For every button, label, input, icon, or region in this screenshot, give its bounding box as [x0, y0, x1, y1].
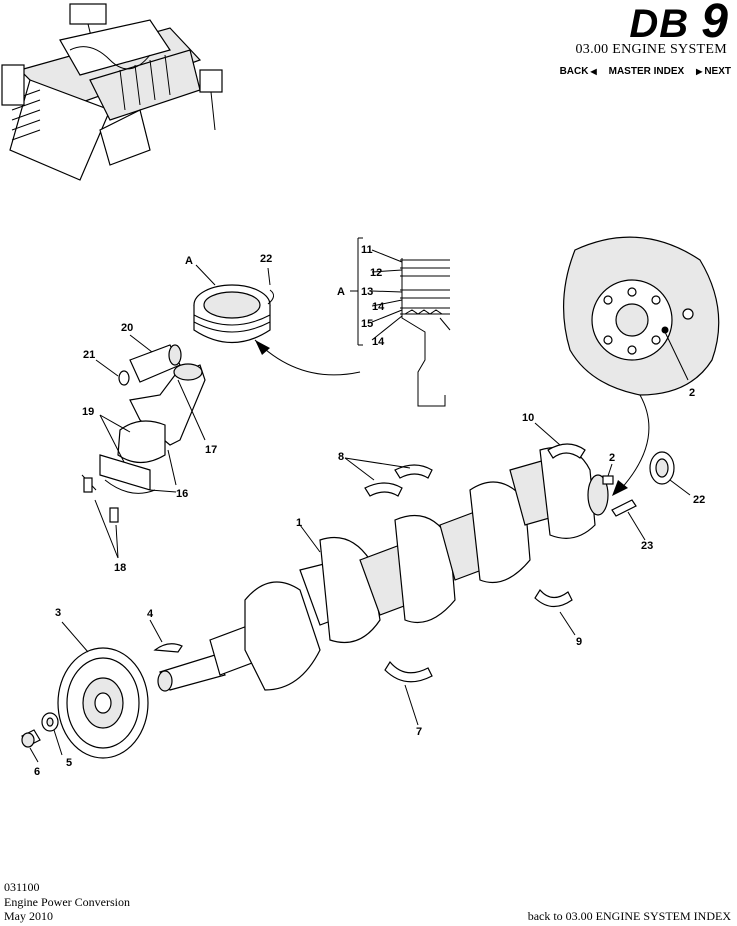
callout-20: 20 — [121, 322, 133, 334]
callout-6: 6 — [34, 766, 40, 778]
callout-1: 1 — [296, 517, 302, 529]
crankshaft-damper — [57, 621, 149, 759]
next-link[interactable]: ▶NEXT — [696, 66, 731, 77]
section-title: 03.00 ENGINE SYSTEM — [575, 42, 727, 57]
back-to-section-index-link[interactable]: back to 03.00 ENGINE SYSTEM INDEX — [527, 909, 731, 923]
callout-10: 10 — [522, 412, 534, 424]
woodruff-key — [149, 619, 183, 653]
callout-2-flexplate: 2 — [689, 387, 695, 399]
callout-labels: 1 2 2 3 4 5 6 7 8 9 10 11 12 13 14 14 15… — [34, 244, 705, 778]
piston-ring-section-detail — [350, 237, 451, 407]
callout-14-upper: 14 — [372, 301, 385, 313]
callout-15: 15 — [361, 318, 373, 330]
callout-22-seal: 22 — [693, 494, 705, 506]
crankshaft — [157, 446, 609, 692]
piston-assembly — [193, 264, 361, 376]
document-date: May 2010 — [4, 909, 53, 923]
callout-13: 13 — [361, 286, 373, 298]
callout-9: 9 — [576, 636, 582, 648]
next-arrow-icon: ▶ — [696, 67, 703, 76]
callout-11: 11 — [361, 244, 373, 256]
piston-pin — [95, 334, 182, 386]
pulley-washer-and-bolt — [21, 712, 63, 763]
callout-2-dowel: 2 — [609, 452, 615, 464]
callout-22-piston: 22 — [260, 253, 272, 265]
callout-16: 16 — [176, 488, 188, 500]
callout-14-lower: 14 — [372, 336, 385, 348]
back-link[interactable]: BACK◀ — [559, 66, 597, 77]
navigation-bar: BACK◀ MASTER INDEX ▶NEXT — [560, 66, 731, 77]
document-title: Engine Power Conversion — [4, 894, 130, 909]
callout-a-section: A — [337, 286, 345, 298]
callout-23: 23 — [641, 540, 653, 552]
callout-5: 5 — [66, 757, 72, 769]
back-arrow-icon: ◀ — [590, 67, 597, 76]
callout-8: 8 — [338, 451, 344, 463]
flexplate-detail — [562, 236, 720, 496]
callout-18: 18 — [114, 562, 126, 574]
db9-logo: DB 9 — [629, 0, 729, 48]
main-bearing-shells — [344, 422, 586, 726]
document-code: 031100 — [4, 880, 40, 894]
callout-3: 3 — [55, 607, 61, 619]
callout-17: 17 — [205, 444, 217, 456]
rear-crank-hardware — [602, 451, 691, 541]
callout-7: 7 — [416, 726, 422, 738]
engine-overview-thumbnail — [1, 3, 223, 181]
callout-12: 12 — [370, 267, 382, 279]
callout-19: 19 — [82, 406, 94, 418]
callout-4: 4 — [147, 608, 154, 620]
callout-a-piston: A — [185, 255, 193, 267]
connecting-rod — [81, 363, 206, 559]
document-footer-info: 031100 Engine Power Conversion May 2010 — [4, 880, 130, 924]
master-index-link[interactable]: MASTER INDEX — [608, 66, 685, 77]
callout-21: 21 — [83, 349, 95, 361]
